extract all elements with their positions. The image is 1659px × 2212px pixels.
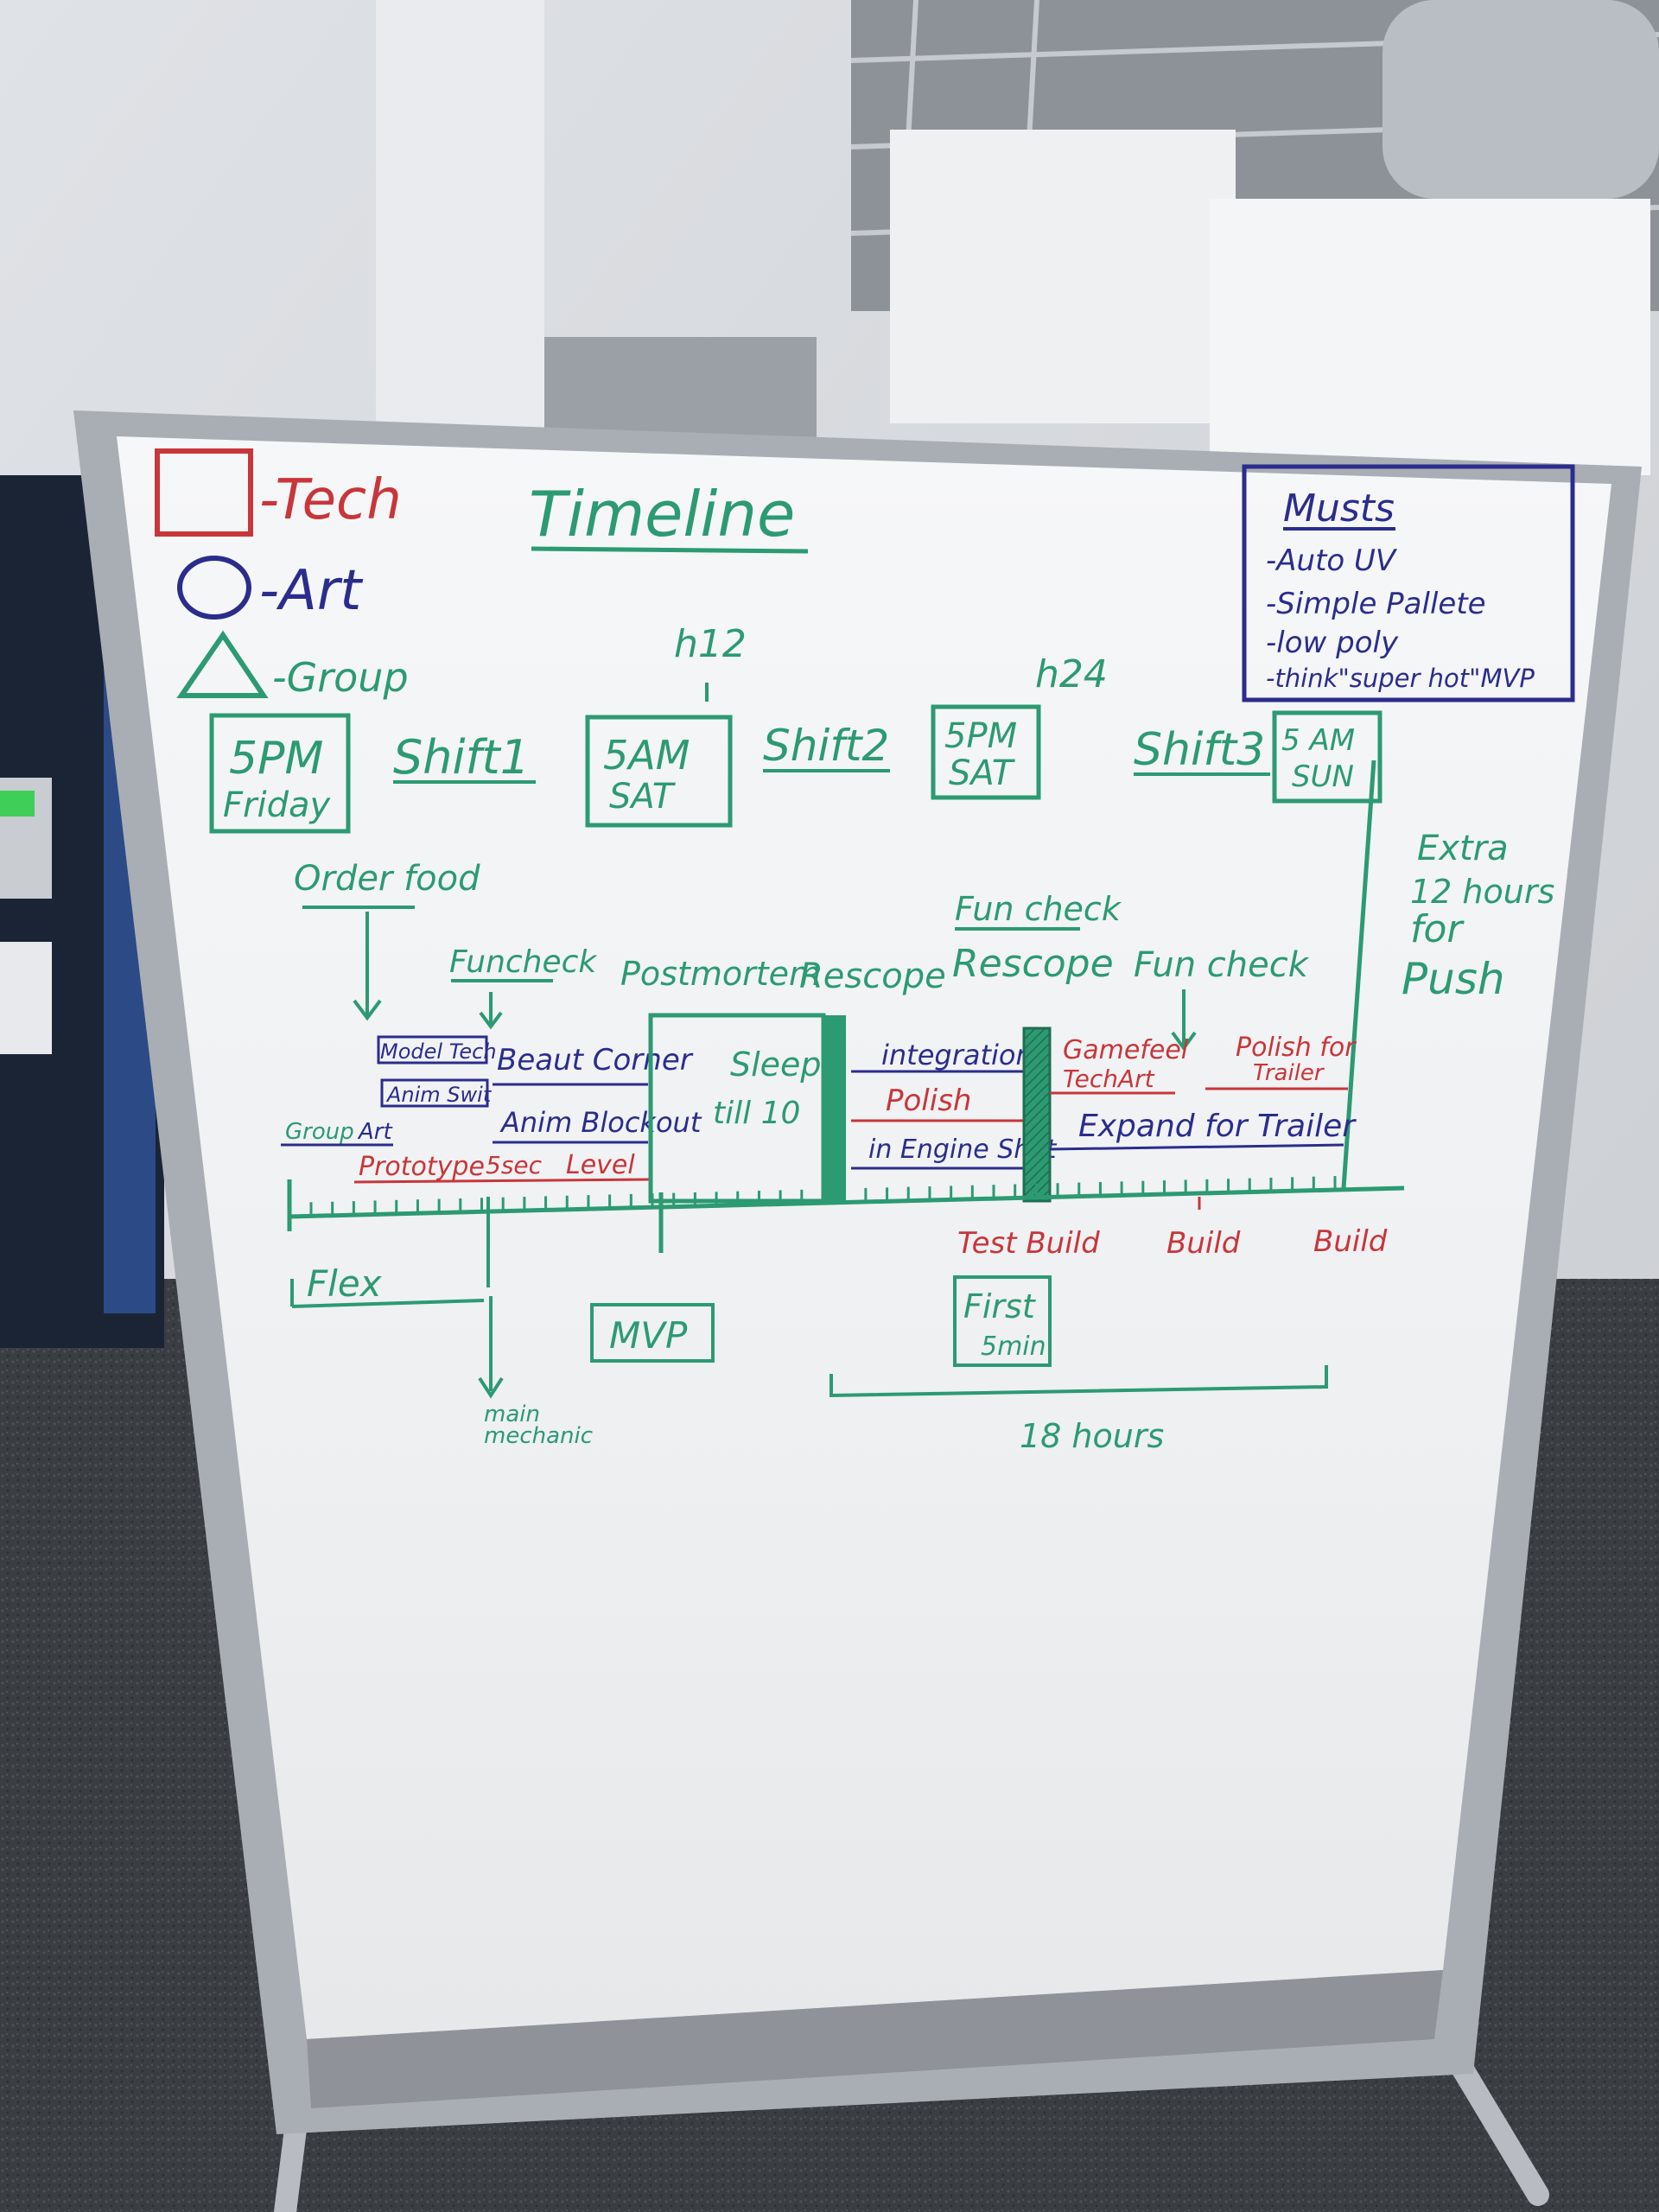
time-box-sat-am-line2: SAT <box>609 777 677 817</box>
partition-wall <box>890 130 1236 423</box>
art-circle-icon <box>177 556 251 620</box>
label-main-line2: mechanic <box>484 1423 593 1449</box>
board-tray <box>307 1970 1443 2108</box>
first-5min-box <box>953 1275 1052 1367</box>
legend-group: -Group <box>272 654 409 701</box>
extra-line-2: 12 hours <box>1410 873 1554 911</box>
time-box-sun-am-line1: 5 AM <box>1281 723 1355 758</box>
task-model-tech: Model Tech <box>380 1039 497 1064</box>
musts-box: Musts -Auto UV -Simple Pallete -low poly… <box>1242 464 1575 702</box>
label-5min: 5min <box>981 1332 1046 1362</box>
board-surface <box>117 436 1611 2039</box>
task-prototype: Prototype <box>359 1152 485 1182</box>
musts-item-2: -Simple Pallete <box>1266 587 1486 621</box>
task-5sec: 5sec <box>486 1151 543 1179</box>
pillar <box>376 0 544 449</box>
ceiling-duct <box>1382 0 1659 199</box>
legend-art: -Art <box>259 559 364 623</box>
funcheck-bar <box>1022 1027 1052 1203</box>
musts-item-1: -Auto UV <box>1266 543 1398 578</box>
task-trailer: Trailer <box>1253 1060 1325 1086</box>
label-flex: Flex <box>307 1262 383 1305</box>
hour-mark-24: h24 <box>1035 652 1108 696</box>
time-box-start: 5PM Friday <box>209 713 351 834</box>
vending-slot <box>0 942 52 1054</box>
shift-2: Shift2 <box>763 721 889 771</box>
extra-line-4: Push <box>1402 954 1505 1004</box>
task-polish: Polish <box>886 1084 971 1118</box>
task-anim-blockout: Anim Blockout <box>499 1106 702 1139</box>
task-anim-swit: Anim Swit <box>385 1083 493 1107</box>
milestone-fun-check-3: Fun check <box>1134 945 1310 985</box>
tech-square-icon <box>155 448 253 537</box>
rescope-bar <box>823 1015 846 1201</box>
vending-display <box>0 791 35 817</box>
task-sleep-line2: till 10 <box>713 1096 800 1131</box>
label-mvp: MVP <box>609 1314 688 1357</box>
task-techart: TechArt <box>1063 1065 1155 1093</box>
group-triangle-icon <box>176 630 269 698</box>
label-18-hours: 18 hours <box>1020 1417 1164 1455</box>
label-test-build: Test Build <box>957 1226 1100 1261</box>
time-box-start-line2: Friday <box>223 785 331 825</box>
milestone-fun-check-2: Fun check <box>955 890 1122 928</box>
musts-heading: Musts <box>1283 486 1395 531</box>
time-box-sat-pm-line1: 5PM <box>944 716 1017 756</box>
task-polish-for: Polish for <box>1236 1033 1357 1063</box>
task-integration: integration <box>881 1039 1033 1071</box>
time-box-start-line1: 5PM <box>229 733 323 785</box>
mvp-box <box>590 1303 715 1363</box>
extra-line-3: for <box>1410 907 1465 951</box>
time-box-sat-pm-line2: SAT <box>949 753 1016 793</box>
label-build-1: Build <box>1166 1226 1241 1261</box>
hour-mark-12: h12 <box>674 622 747 666</box>
time-box-sat-am-line1: 5AM <box>603 732 690 779</box>
musts-item-3: -low poly <box>1266 626 1399 660</box>
eighteen-hours-bracket <box>830 1365 1328 1398</box>
task-sleep-line1: Sleep <box>730 1046 822 1084</box>
label-main-line1: main <box>484 1402 540 1427</box>
time-box-sun-am: 5 AM SUN <box>1272 710 1382 804</box>
end-marker-line <box>1341 760 1376 1189</box>
board-title: Timeline <box>529 478 795 550</box>
musts-item-4: -think"super hot"MVP <box>1266 664 1535 693</box>
milestone-rescope: Rescope <box>799 957 946 996</box>
time-box-sat-pm: 5PM SAT <box>931 704 1041 800</box>
partition-wall-2 <box>1210 199 1650 475</box>
milestone-rescope-2: Rescope <box>952 942 1114 986</box>
shift-3: Shift3 <box>1134 724 1265 776</box>
milestone-postmortem: Postmortem <box>620 955 821 993</box>
task-art: Art <box>357 1119 392 1145</box>
legend: -Tech -Art -Group <box>155 448 409 701</box>
milestone-order-food: Order food <box>294 859 480 899</box>
task-expand-for-trailer: Expand for Trailer <box>1078 1109 1357 1144</box>
task-level: Level <box>566 1150 635 1180</box>
time-box-sat-am: 5AM SAT <box>585 715 733 828</box>
title-underline <box>531 546 809 554</box>
task-gamefeel: Gamefeel <box>1063 1035 1189 1065</box>
extra-line-1: Extra <box>1417 829 1509 868</box>
milestone-funcheck: Funcheck <box>449 944 598 980</box>
label-build-2: Build <box>1313 1224 1388 1259</box>
shift-1: Shift1 <box>393 730 530 785</box>
task-beaut-corner: Beaut Corner <box>497 1043 694 1077</box>
task-group: Group <box>285 1119 354 1145</box>
time-box-sun-am-line2: SUN <box>1292 760 1354 794</box>
timeline-axis <box>287 1176 1405 1231</box>
legend-tech: -Tech <box>259 468 402 532</box>
label-first: First <box>963 1287 1037 1325</box>
